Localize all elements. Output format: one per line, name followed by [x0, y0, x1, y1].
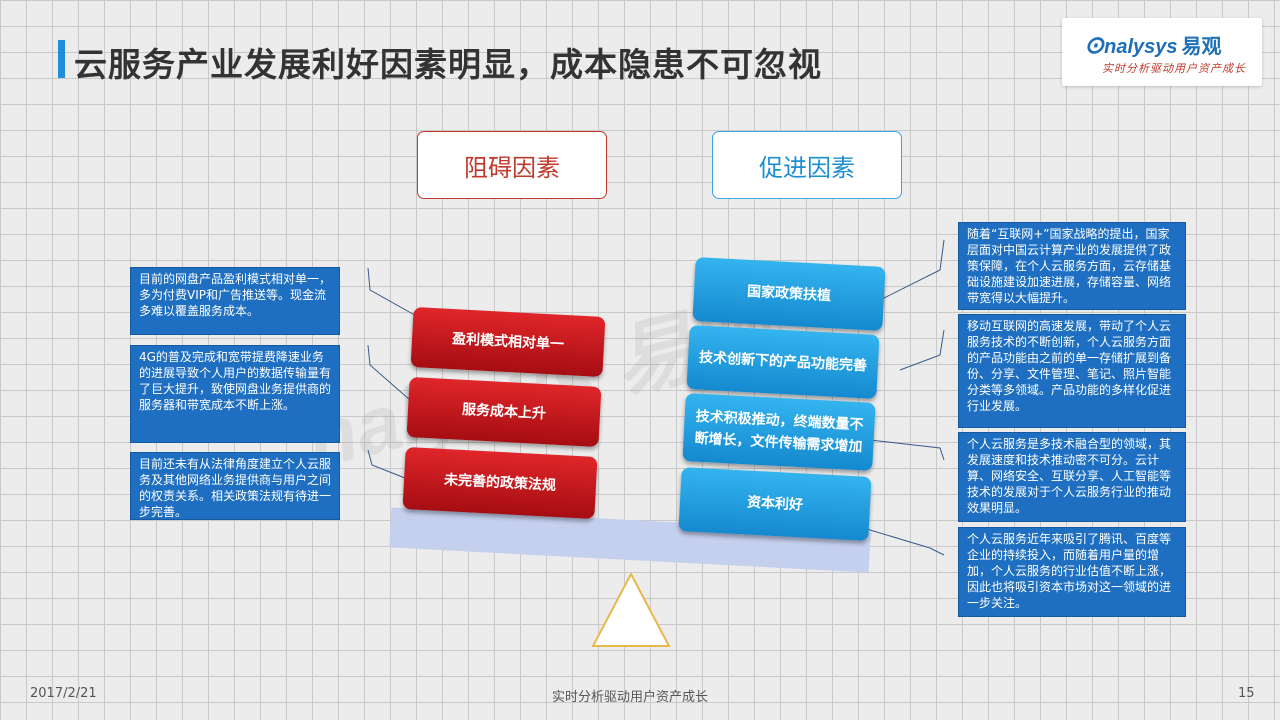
obstacle-factors-header: 阻碍因素 [417, 131, 607, 199]
obstacle-block-3: 未完善的政策法规 [402, 447, 598, 519]
obstacle-desc-1: 目前的网盘产品盈利模式相对单一，多为付费VIP和广告推送等。现金流多难以覆盖服务… [130, 267, 340, 335]
promoting-desc-4: 个人云服务近年来吸引了腾讯、百度等企业的持续投入，而随着用户量的增加，个人云服务… [958, 527, 1186, 617]
promoting-block-3: 技术积极推动，终端数量不断增长，文件传输需求增加 [682, 393, 876, 471]
footer-slogan: 实时分析驱动用户资产成长 [552, 690, 709, 705]
obstacle-desc-3: 目前还未有从法律角度建立个人云服务及其他网络业务提供商与用户之间的权责关系。相关… [130, 452, 340, 520]
logo-slogan: 实时分析驱动用户资产成长 [1102, 62, 1246, 75]
promoting-block-4: 资本利好 [678, 467, 872, 541]
promoting-factors-header: 促进因素 [712, 131, 902, 199]
promoting-desc-1: 随着“互联网+”国家战略的提出，国家层面对中国云计算产业的发展提供了政策保障，在… [958, 222, 1186, 310]
promoting-desc-2: 移动互联网的高速发展，带动了个人云服务技术的不断创新，个人云服务方面的产品功能由… [958, 314, 1186, 428]
promoting-desc-3: 个人云服务是多技术融合型的领域，其发展速度和技术推动密不可分。云计算、网络安全、… [958, 432, 1186, 522]
balance-fulcrum [591, 571, 671, 647]
obstacle-desc-2: 4G的普及完成和宽带提费降速业务的进展导致个人用户的数据传输量有了巨大提升，致使… [130, 345, 340, 443]
obstacle-block-2: 服务成本上升 [406, 377, 602, 447]
title-accent-bar [58, 40, 65, 78]
obstacle-block-1: 盈利模式相对单一 [410, 307, 606, 377]
page-title: 云服务产业发展利好因素明显，成本隐患不可忽视 [74, 45, 822, 84]
promoting-block-1: 国家政策扶植 [692, 257, 886, 331]
footer-date: 2017/2/21 [30, 686, 97, 701]
promoting-block-2: 技术创新下的产品功能完善 [686, 325, 880, 399]
page-number: 15 [1238, 686, 1255, 701]
